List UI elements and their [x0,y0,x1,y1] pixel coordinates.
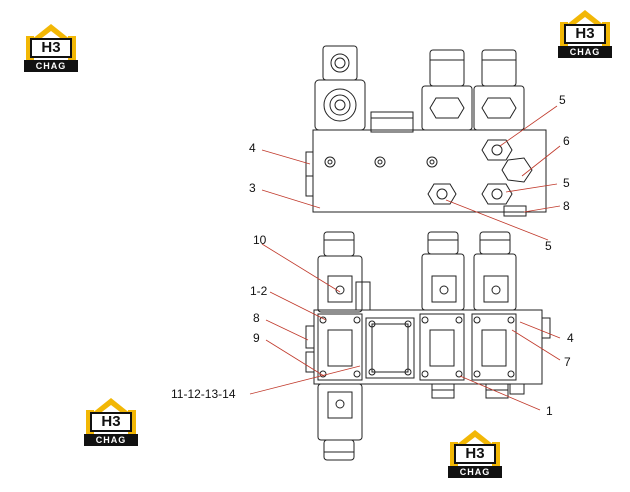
logo-brand-text: H3 [454,444,496,464]
callout-4: 4 [249,141,256,155]
logo-top-left: H3 CHAG [22,22,80,74]
top-small-fitting [370,111,414,133]
bottom-solenoid-lower-cap [323,439,355,461]
logo-brand-text: H3 [30,38,72,58]
logo-sub-text: CHAG [558,46,612,58]
top-solenoid-coil [314,79,366,131]
logo-bottom-left: H3 CHAG [82,396,140,448]
callout-1: 1 [546,404,553,418]
valve-section-2 [419,313,465,381]
leader-lines [249,105,561,411]
valve-section-1 [317,313,363,381]
plug-fitting-icon [501,157,533,183]
bottom-solenoid-left-coil [317,255,363,313]
valve-section-cover [365,317,415,379]
top-solenoid-middle-cap [429,49,465,87]
hex-nut-icon [481,97,517,119]
callout-5: 5 [563,176,570,190]
logo-sub-text: CHAG [84,434,138,446]
top-bottom-plug [503,205,527,217]
callout-4: 4 [567,331,574,345]
logo-top-right: H3 CHAG [556,8,614,60]
callout-7: 7 [564,355,571,369]
logo-brand-text: H3 [564,24,606,44]
top-solenoid-nut-icon [330,53,350,73]
bottom-fitting-a [431,383,455,399]
callout-9: 9 [253,331,260,345]
top-solenoid-cap [322,45,358,81]
callout-5: 5 [559,93,566,107]
callout-8: 8 [253,311,260,325]
port-fitting-icon [481,139,513,161]
logo-sub-text: CHAG [448,466,502,478]
logo-sub-text: CHAG [24,60,78,72]
bottom-fitting-b [485,383,509,399]
top-view-valve [305,45,547,217]
port-fitting-icon [481,183,513,205]
top-solenoid-right-cap [481,49,517,87]
callout-6: 6 [563,134,570,148]
bottom-view-valve [305,231,551,461]
callout-1-2: 1-2 [250,284,268,298]
logo-brand-text: H3 [90,412,132,432]
callout-5: 5 [545,239,552,253]
callout-8: 8 [563,199,570,213]
bottom-solenoid-top-cap [323,231,355,257]
bottom-fitting-10 [355,281,371,311]
callout-3: 3 [249,181,256,195]
callout-10: 10 [253,233,267,247]
top-manifold-block [312,129,547,213]
hex-nut-icon [429,97,465,119]
port-fitting-icon [427,183,457,205]
logo-bottom-center: H3 CHAG [446,428,504,480]
callout-11-12-13-14: 11-12-13-14 [171,387,236,401]
callout-labels: 5 4 6 3 5 8 5 10 1-2 8 9 4 7 11-12-13-14… [171,93,574,418]
valve-section-3 [471,313,517,381]
